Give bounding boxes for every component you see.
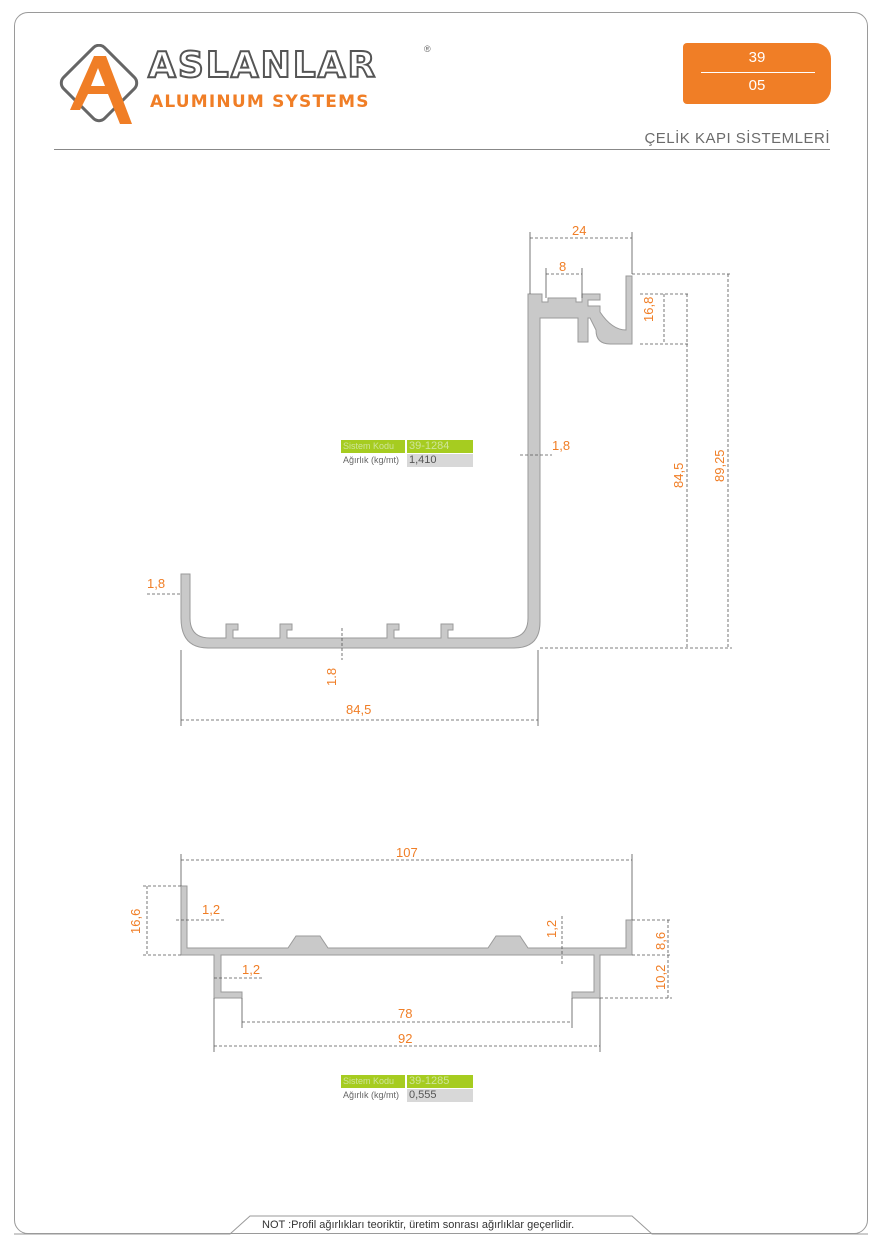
profile-2-weight-row: Ağırlık (kg/mt) 0,555 bbox=[341, 1089, 475, 1102]
code-label: Sistem Kodu bbox=[341, 1075, 405, 1088]
profile-1-shape bbox=[180, 275, 633, 649]
weight-label: Ağırlık (kg/mt) bbox=[341, 454, 405, 467]
footer-bracket bbox=[14, 1215, 868, 1235]
header-rule bbox=[54, 149, 830, 150]
dim-p1-total-height: 89,25 bbox=[712, 449, 727, 482]
brand-logo-icon bbox=[59, 44, 139, 124]
profile-1-code-row: Sistem Kodu 39-1284 bbox=[341, 440, 475, 453]
footer-note: NOT :Profil ağırlıkları teoriktir, üreti… bbox=[262, 1219, 575, 1231]
dim-p2-left-height: 16,6 bbox=[128, 909, 143, 934]
dim-p1-lip-left: 1,8 bbox=[147, 576, 165, 591]
page-number-top: 39 bbox=[748, 49, 766, 66]
page-number-divider bbox=[701, 72, 815, 73]
dim-p1-slot: 8 bbox=[559, 259, 566, 274]
weight-label: Ağırlık (kg/mt) bbox=[341, 1089, 405, 1102]
code-value: 39-1284 bbox=[407, 440, 473, 453]
page-number-tab: 39 05 bbox=[683, 43, 831, 104]
profile-2-code-row: Sistem Kodu 39-1285 bbox=[341, 1075, 475, 1088]
dim-p2-wall-right: 1,2 bbox=[544, 920, 559, 938]
dim-p2-wall-lower-left: 1,2 bbox=[242, 962, 260, 977]
dim-p1-wall-vertical: 1,8 bbox=[552, 438, 570, 453]
registered-mark: ® bbox=[424, 44, 431, 54]
page-number-bottom: 05 bbox=[748, 77, 766, 94]
brand-name: ASLANLAR bbox=[147, 44, 378, 87]
dim-p1-wall-bottom: 1.8 bbox=[324, 668, 339, 686]
profile-1-info-table: Sistem Kodu 39-1284 Ağırlık (kg/mt) 1,41… bbox=[341, 440, 475, 468]
dim-p2-inner-width: 78 bbox=[398, 1006, 412, 1021]
profile-1-weight-row: Ağırlık (kg/mt) 1,410 bbox=[341, 454, 475, 467]
section-title: ÇELİK KAPI SİSTEMLERİ bbox=[644, 130, 830, 147]
dim-p1-inner-height: 84,5 bbox=[671, 463, 686, 488]
dim-p2-wall-top-left: 1,2 bbox=[202, 902, 220, 917]
weight-value: 1,410 bbox=[407, 454, 473, 467]
brand-subtitle: ALUMINUM SYSTEMS bbox=[150, 92, 370, 112]
dim-p1-width-top: 24 bbox=[572, 223, 586, 238]
code-value: 39-1285 bbox=[407, 1075, 473, 1088]
code-label: Sistem Kodu bbox=[341, 440, 405, 453]
dim-p1-lip-height: 16,8 bbox=[641, 297, 656, 322]
dim-p2-right-lower: 10,2 bbox=[653, 965, 668, 990]
dim-p2-outer-width: 92 bbox=[398, 1031, 412, 1046]
dim-p1-width-bottom: 84,5 bbox=[346, 702, 371, 717]
dim-p2-total-width: 107 bbox=[396, 845, 418, 860]
profile-2-info-table: Sistem Kodu 39-1285 Ağırlık (kg/mt) 0,55… bbox=[341, 1075, 475, 1103]
page-frame bbox=[14, 12, 868, 1234]
weight-value: 0,555 bbox=[407, 1089, 473, 1102]
dim-p2-right-upper: 8,6 bbox=[653, 932, 668, 950]
profile-2-shape bbox=[180, 885, 633, 999]
